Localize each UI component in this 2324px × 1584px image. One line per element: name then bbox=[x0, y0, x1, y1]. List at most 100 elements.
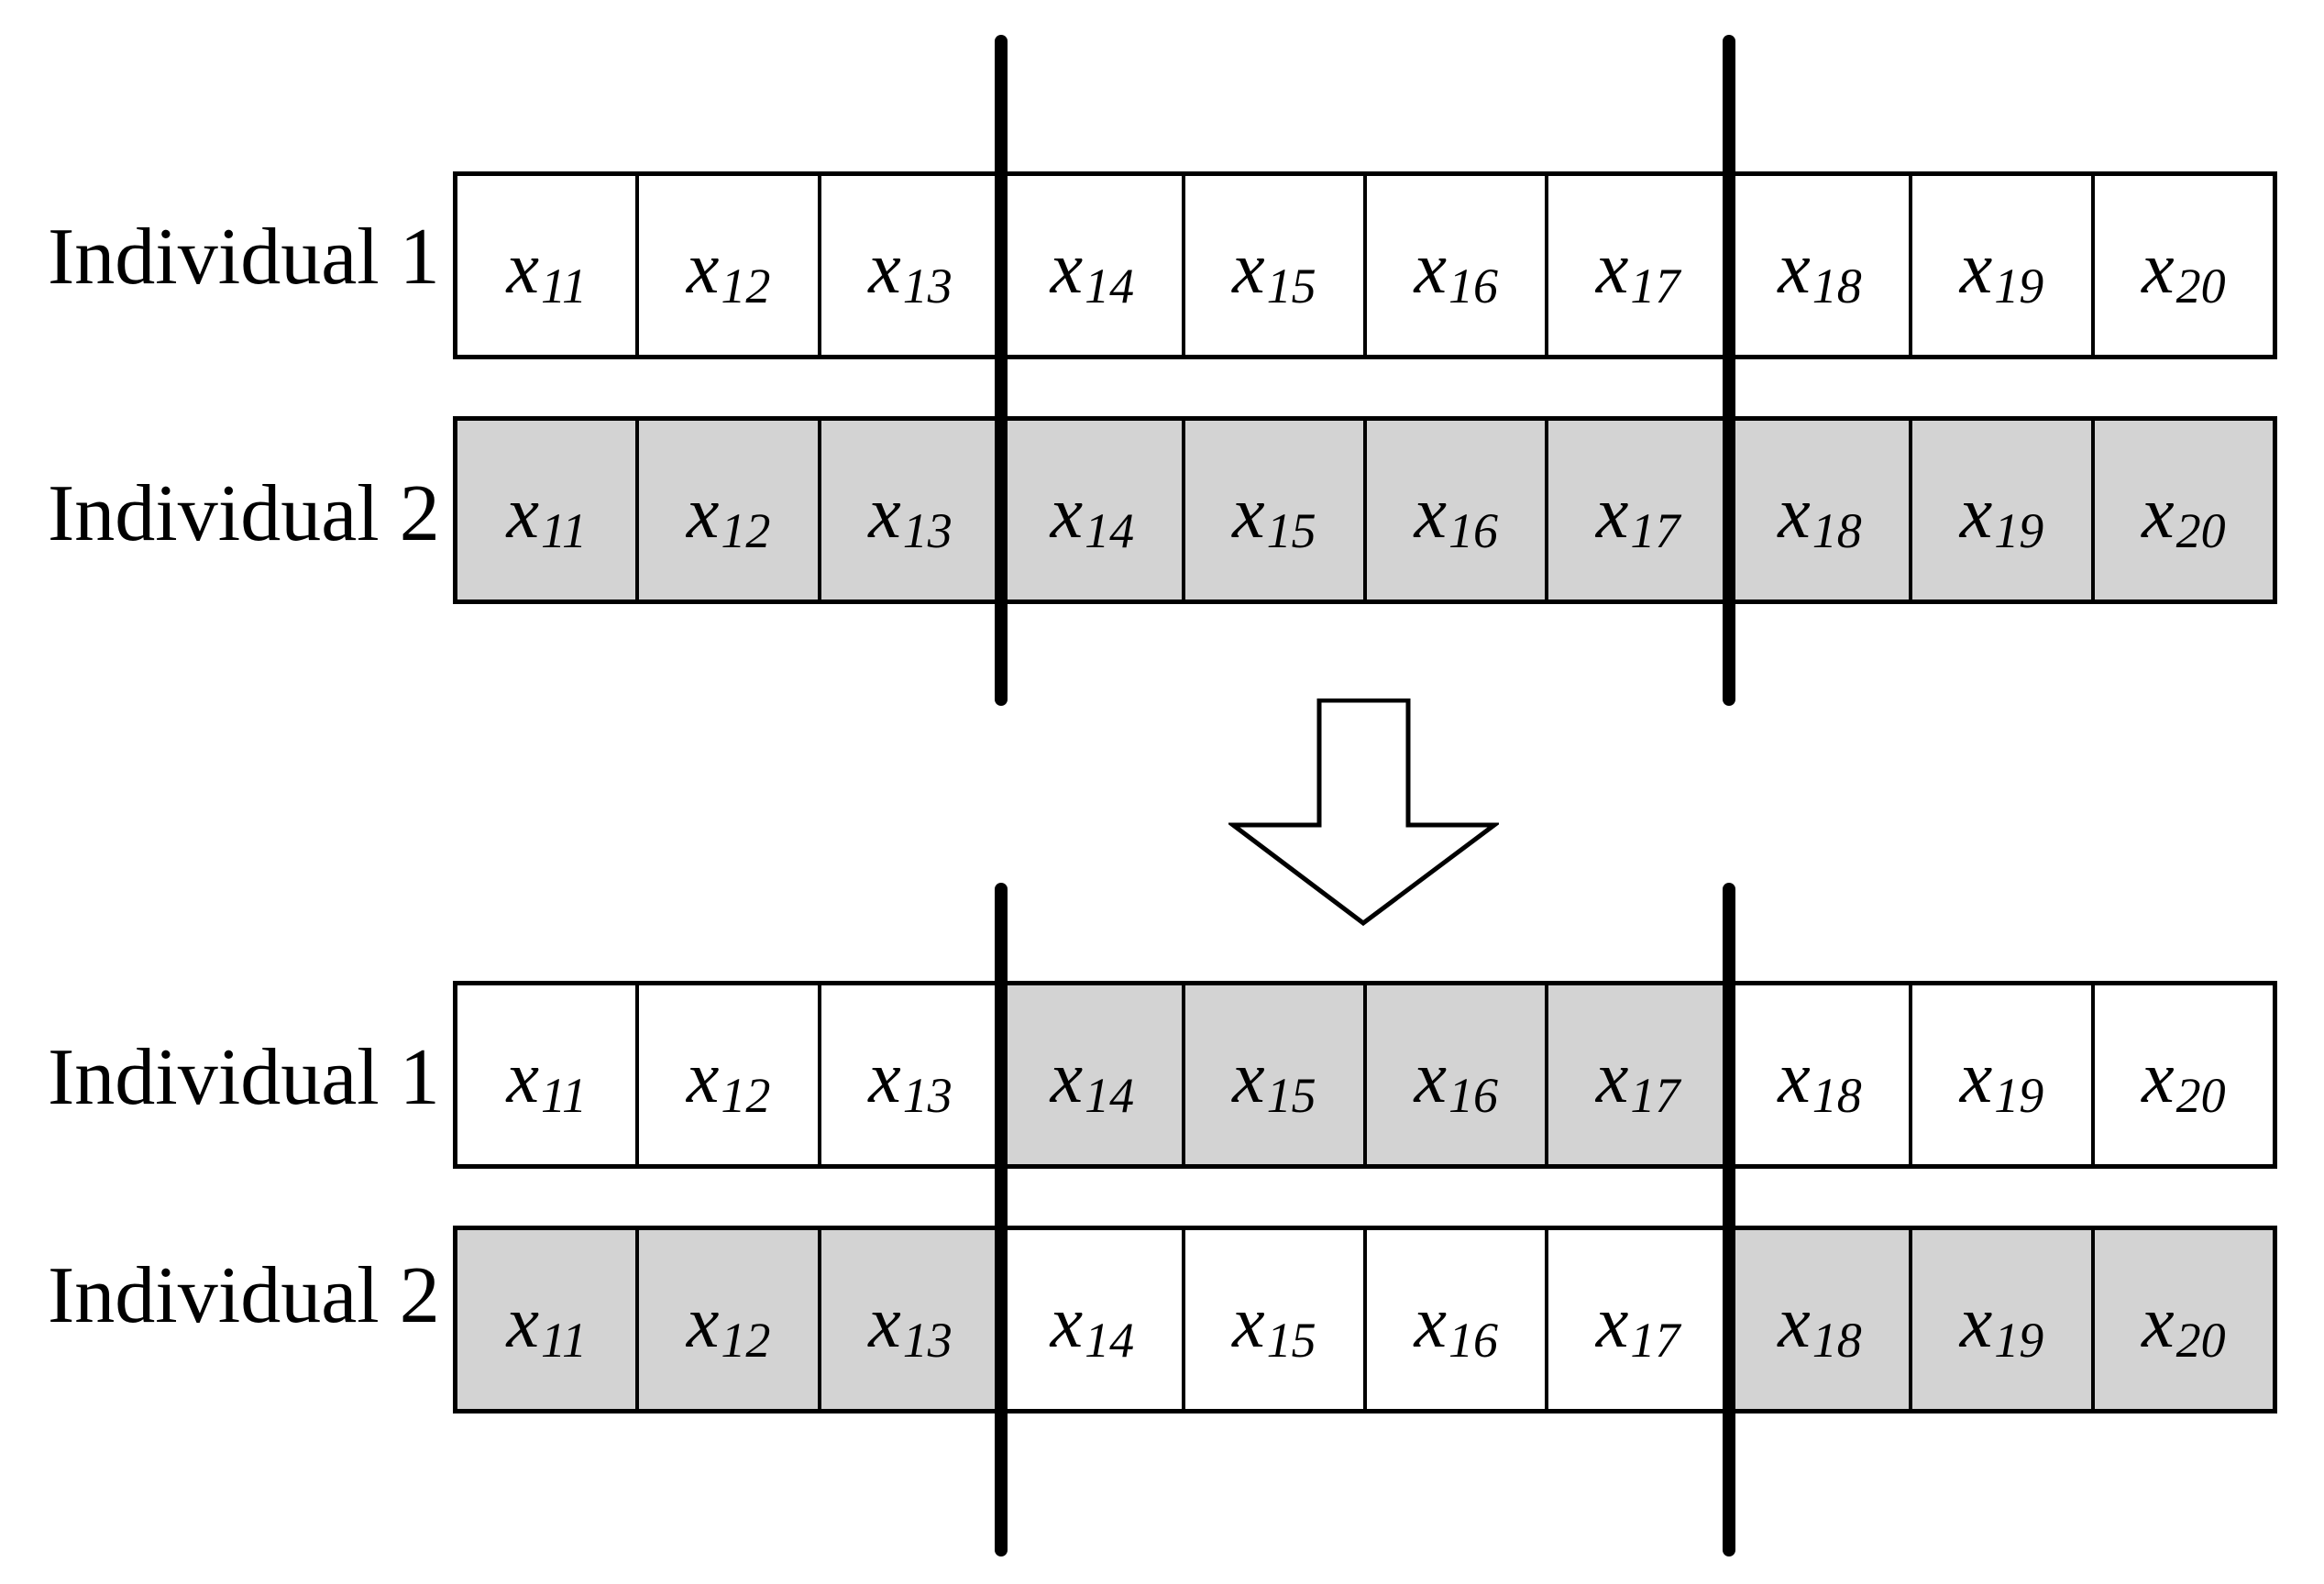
gene-symbol: x bbox=[1595, 1038, 1629, 1118]
gene-symbol: x bbox=[506, 1038, 539, 1118]
gene-symbol: x bbox=[1959, 473, 1993, 554]
gene-symbol: x bbox=[686, 473, 720, 554]
gene-symbol: x bbox=[1414, 1282, 1447, 1363]
gene-index: 15 bbox=[1266, 258, 1316, 314]
crossover-cut-line-1-bottom bbox=[995, 883, 1008, 1556]
gene-index: 20 bbox=[2175, 258, 2226, 314]
gene-symbol: x bbox=[506, 473, 539, 554]
gene-symbol: x bbox=[506, 228, 539, 309]
gene-symbol: x bbox=[1050, 1038, 1084, 1118]
gene-index: 15 bbox=[1266, 1067, 1316, 1123]
gene-index: 14 bbox=[1085, 1067, 1135, 1123]
gene-symbol: x bbox=[1595, 228, 1629, 309]
gene-symbol: x bbox=[2142, 1282, 2175, 1363]
gene-symbol: x bbox=[1778, 1038, 1811, 1118]
gene-symbol: x bbox=[1959, 1282, 1993, 1363]
gene-index: 13 bbox=[902, 1312, 953, 1368]
down-arrow-icon bbox=[1228, 698, 1499, 927]
gene-index: 11 bbox=[540, 1312, 587, 1368]
gene-symbol: x bbox=[868, 1038, 901, 1118]
gene-index: 20 bbox=[2175, 502, 2226, 558]
gene-index: 18 bbox=[1812, 1312, 1862, 1368]
crossover-cut-line-2-top bbox=[1723, 35, 1735, 706]
gene-index: 19 bbox=[1994, 1312, 2044, 1368]
gene-index: 11 bbox=[540, 258, 587, 314]
gene-index: 13 bbox=[902, 1067, 953, 1123]
gene-index: 17 bbox=[1630, 502, 1680, 558]
gene-symbol: x bbox=[2142, 228, 2175, 309]
gene-index: 12 bbox=[721, 1067, 771, 1123]
gene-symbol: x bbox=[1050, 228, 1084, 309]
gene-index: 17 bbox=[1630, 1067, 1680, 1123]
gene-index: 13 bbox=[902, 258, 953, 314]
gene-symbol: x bbox=[1778, 473, 1811, 554]
gene-index: 20 bbox=[2175, 1067, 2226, 1123]
gene-symbol: x bbox=[1959, 1038, 1993, 1118]
gene-symbol: x bbox=[686, 228, 720, 309]
gene-symbol: x bbox=[868, 228, 901, 309]
gene-symbol: x bbox=[1232, 473, 1265, 554]
gene-index: 18 bbox=[1812, 502, 1862, 558]
gene-index: 15 bbox=[1266, 502, 1316, 558]
gene-symbol: x bbox=[1778, 1282, 1811, 1363]
gene-index: 12 bbox=[721, 1312, 771, 1368]
gene-index: 14 bbox=[1085, 258, 1135, 314]
gene-symbol: x bbox=[868, 1282, 901, 1363]
gene-index: 16 bbox=[1448, 1312, 1498, 1368]
gene-symbol: x bbox=[1050, 473, 1084, 554]
gene-index: 14 bbox=[1085, 1312, 1135, 1368]
gene-symbol: x bbox=[1414, 228, 1447, 309]
gene-index: 18 bbox=[1812, 258, 1862, 314]
gene-index: 12 bbox=[721, 258, 771, 314]
gene-index: 18 bbox=[1812, 1067, 1862, 1123]
gene-symbol: x bbox=[1959, 228, 1993, 309]
gene-symbol: x bbox=[1414, 473, 1447, 554]
gene-index: 19 bbox=[1994, 502, 2044, 558]
after-row-1-label: Individual 1 bbox=[48, 1033, 440, 1122]
gene-index: 15 bbox=[1266, 1312, 1316, 1368]
gene-symbol: x bbox=[1232, 1282, 1265, 1363]
before-row-2-label: Individual 2 bbox=[48, 469, 440, 558]
gene-symbol: x bbox=[1595, 1282, 1629, 1363]
gene-index: 19 bbox=[1994, 1067, 2044, 1123]
before-row-1-label: Individual 1 bbox=[48, 213, 440, 302]
gene-index: 14 bbox=[1085, 502, 1135, 558]
